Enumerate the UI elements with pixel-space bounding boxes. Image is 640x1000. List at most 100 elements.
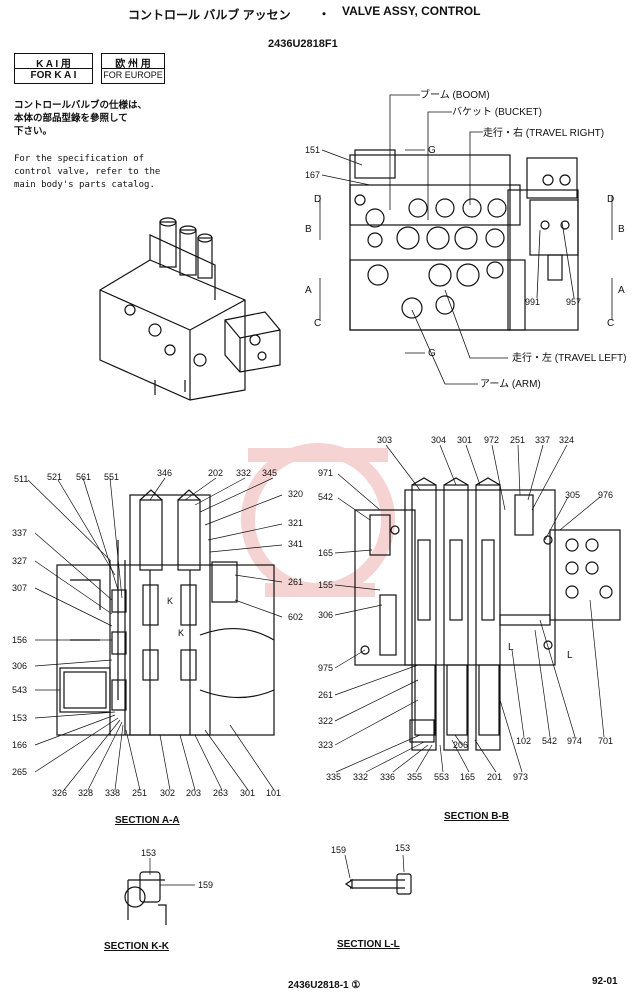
part-label: 306: [12, 661, 27, 671]
part-label: 165: [460, 772, 475, 782]
section-kk-labels: 153 159 SECTION K-K: [104, 848, 213, 952]
part-label: 337: [12, 528, 27, 538]
part-label: 306: [318, 610, 333, 620]
europe-en: FOR EUROPE: [103, 70, 163, 80]
part-label: 974: [567, 736, 582, 746]
part-label: 153: [395, 843, 410, 853]
kai-box: K A I 用 FOR K A I: [14, 53, 93, 84]
part-label: 328: [78, 788, 93, 798]
part-label: 155: [318, 580, 333, 590]
label-bucket: バケット (BUCKET): [452, 106, 542, 118]
cut-letter: B: [618, 224, 625, 235]
section-bb-leaders: [334, 444, 605, 773]
part-label: 305: [565, 490, 580, 500]
label-travel-right: 走行・右 (TRAVEL RIGHT): [483, 126, 604, 139]
part-label: 521: [47, 472, 62, 482]
cut-letter: C: [607, 318, 614, 329]
part-label: 201: [487, 772, 502, 782]
part-label: 701: [598, 736, 613, 746]
note-jp-3: 下さい。: [14, 126, 53, 137]
cut-letter: C: [314, 318, 321, 329]
section-bb-title: SECTION B-B: [444, 811, 509, 822]
part-label: 153: [12, 713, 27, 723]
title-dot: ・: [318, 7, 331, 21]
part-label: 561: [76, 472, 91, 482]
part-label: 159: [198, 880, 213, 890]
part-label: 323: [318, 740, 333, 750]
part-label: 301: [240, 788, 255, 798]
page-number: 92-01: [592, 976, 618, 987]
section-bb-labels: 303 304 301 972 251 337 324 971 305 976 …: [318, 435, 613, 822]
part-label: 511: [14, 474, 28, 484]
part-label: 553: [434, 772, 449, 782]
cut-letter: G: [428, 348, 436, 359]
cut-letter: D: [607, 194, 614, 205]
section-kk-title: SECTION K-K: [104, 941, 170, 952]
part-label: 151: [305, 145, 320, 155]
part-label: 971: [318, 468, 333, 478]
part-label: 261: [288, 577, 303, 587]
part-label: 355: [407, 772, 422, 782]
cut-letter: A: [305, 285, 312, 296]
part-label: 345: [262, 468, 277, 478]
part-label: 206: [453, 740, 468, 750]
part-label: 326: [52, 788, 67, 798]
kai-jp: K A I 用: [36, 59, 71, 70]
note-en-1: For the specification of: [14, 154, 145, 164]
part-label: 101: [266, 788, 281, 798]
cut-letter: K: [167, 596, 173, 606]
cut-letter: G: [428, 145, 436, 156]
part-label: 543: [12, 685, 27, 695]
section-aa-leaders: [27, 477, 283, 791]
top-view-leaders: [319, 94, 613, 385]
part-label: 542: [318, 492, 333, 502]
part-label: 332: [353, 772, 368, 782]
part-label: 327: [12, 556, 27, 566]
part-label: 991: [525, 297, 540, 307]
drawing-number: 2436U2818-1 ①: [288, 980, 361, 991]
watermark-logo: [241, 443, 395, 597]
cut-letter: D: [314, 194, 321, 205]
part-label: 102: [516, 736, 531, 746]
part-label: 156: [12, 635, 27, 645]
kai-en: FOR K A I: [30, 70, 77, 81]
title-jp: コントロール バルブ アッセン: [128, 8, 291, 22]
part-label: 346: [157, 468, 172, 478]
title-en: VALVE ASSY, CONTROL: [342, 4, 481, 18]
part-label: 261: [318, 690, 333, 700]
part-label: 251: [510, 435, 525, 445]
part-number: 2436U2818F1: [268, 38, 338, 50]
part-label: 975: [318, 663, 333, 673]
part-label: 324: [559, 435, 574, 445]
europe-box: 欧 州 用 FOR EUROPE: [101, 53, 165, 84]
section-aa-drawing: [56, 489, 275, 736]
part-label: 976: [598, 490, 613, 500]
part-label: 165: [318, 548, 333, 558]
part-label: 265: [12, 767, 27, 777]
label-boom: ブーム (BOOM): [420, 88, 490, 101]
part-label: 542: [542, 736, 557, 746]
section-kk-drawing: [124, 858, 195, 925]
part-label: 551: [104, 472, 119, 482]
section-aa-title: SECTION A-A: [115, 815, 180, 826]
part-label: 251: [132, 788, 147, 798]
part-label: 336: [380, 772, 395, 782]
cut-letter: L: [508, 642, 514, 653]
part-label: 153: [141, 848, 156, 858]
part-label: 957: [566, 297, 581, 307]
part-label: 167: [305, 170, 320, 180]
part-label: 302: [160, 788, 175, 798]
part-label: 304: [431, 435, 446, 445]
part-label: 263: [213, 788, 228, 798]
europe-jp: 欧 州 用: [115, 59, 151, 70]
part-label: 303: [377, 435, 392, 445]
note-jp-2: 本体の部品型錄を參照して: [14, 113, 128, 124]
cut-letter: L: [567, 650, 573, 661]
cut-letter: K: [178, 628, 184, 638]
isometric-valve-view: [99, 217, 281, 401]
section-ll-drawing: [344, 854, 412, 895]
part-label: 338: [105, 788, 120, 798]
note-en-2: control valve, refer to the: [14, 167, 161, 177]
top-view-labels: ブーム (BOOM) バケット (BUCKET) 走行・右 (TRAVEL RI…: [305, 88, 626, 390]
